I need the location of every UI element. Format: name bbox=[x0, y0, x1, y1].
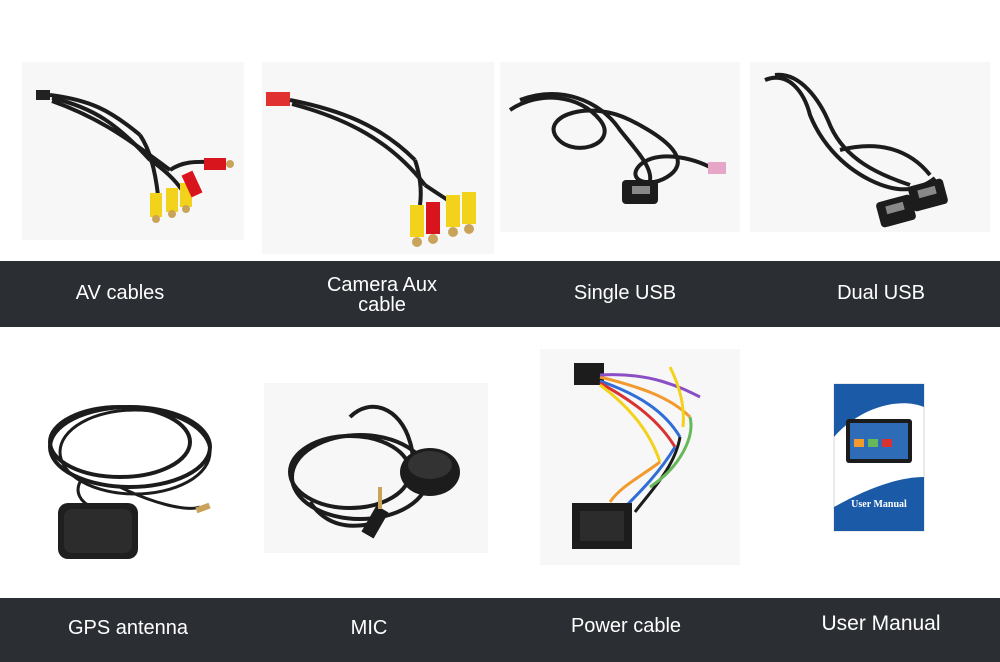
power-cable-image bbox=[500, 327, 750, 598]
top-label-band: AV cables Camera Aux cable Single USB Du… bbox=[0, 261, 1000, 327]
label-dual-usb: Dual USB bbox=[837, 282, 925, 304]
manual-cover-title: User Manual bbox=[851, 499, 907, 510]
user-manual-image: User Manual bbox=[750, 327, 1000, 598]
label-av-cables: AV cables bbox=[75, 282, 165, 304]
bottom-label-band: GPS antenna MIC Power cable User Manual bbox=[0, 598, 1000, 662]
label-user-manual: User Manual bbox=[821, 612, 941, 635]
mic-image bbox=[250, 327, 500, 598]
label-mic: MIC bbox=[350, 617, 388, 639]
dual-usb-image bbox=[750, 0, 1000, 261]
camera-aux-cable-image bbox=[250, 0, 500, 261]
label-gps-antenna: GPS antenna bbox=[67, 617, 189, 639]
label-power-cable: Power cable bbox=[570, 615, 682, 637]
av-cables-image bbox=[0, 0, 250, 261]
single-usb-image bbox=[500, 0, 750, 261]
gps-antenna-image bbox=[0, 327, 250, 598]
top-image-row bbox=[0, 0, 1000, 261]
label-single-usb: Single USB bbox=[573, 282, 677, 304]
label-camera-aux-cable: Camera Aux cable bbox=[326, 274, 438, 316]
bottom-image-row: User Manual bbox=[0, 327, 1000, 598]
